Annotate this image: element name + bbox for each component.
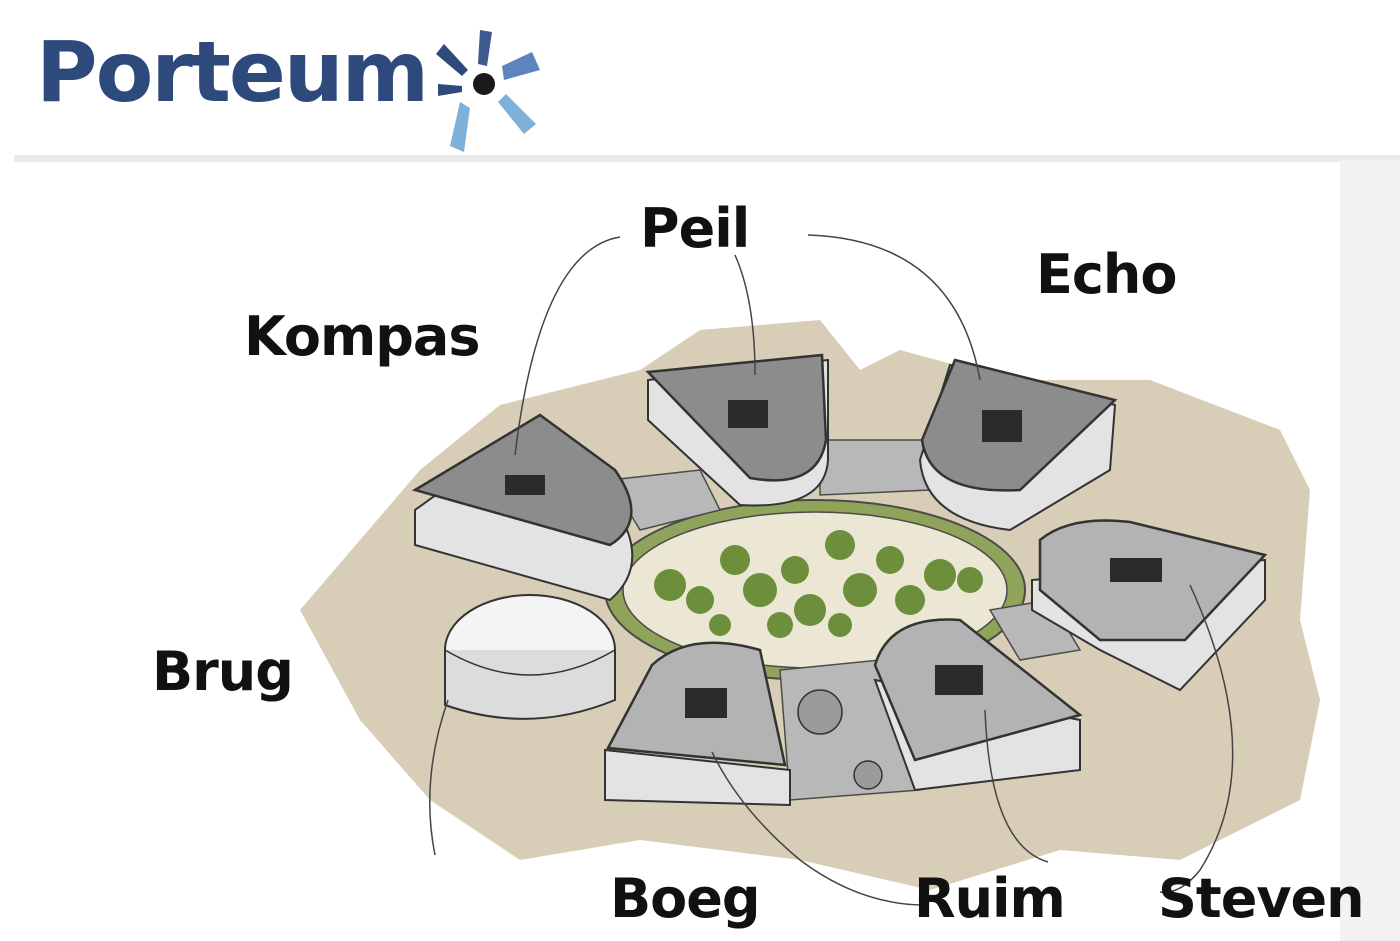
trees — [654, 530, 983, 638]
building-echo — [918, 358, 1118, 532]
header-divider — [14, 155, 1400, 162]
label-steven: Steven — [1158, 867, 1365, 930]
building-brug — [444, 594, 616, 720]
side-strip — [1340, 160, 1400, 941]
label-brug: Brug — [152, 640, 294, 703]
label-ruim: Ruim — [914, 867, 1066, 930]
building-boeg — [604, 641, 791, 807]
brand-name: Porteum — [36, 23, 429, 121]
label-peil: Peil — [640, 197, 750, 260]
building-kompas — [411, 413, 634, 602]
sunburst-logo-icon — [436, 30, 540, 152]
building-steven — [1031, 519, 1268, 692]
label-kompas: Kompas — [244, 305, 480, 368]
building-peil — [645, 353, 829, 507]
leader-lines — [429, 234, 1234, 906]
building-ruim — [873, 618, 1083, 792]
label-echo: Echo — [1036, 243, 1177, 306]
label-boeg: Boeg — [610, 867, 761, 930]
campus-illustration — [300, 234, 1320, 906]
header: Porteum — [0, 0, 1400, 160]
